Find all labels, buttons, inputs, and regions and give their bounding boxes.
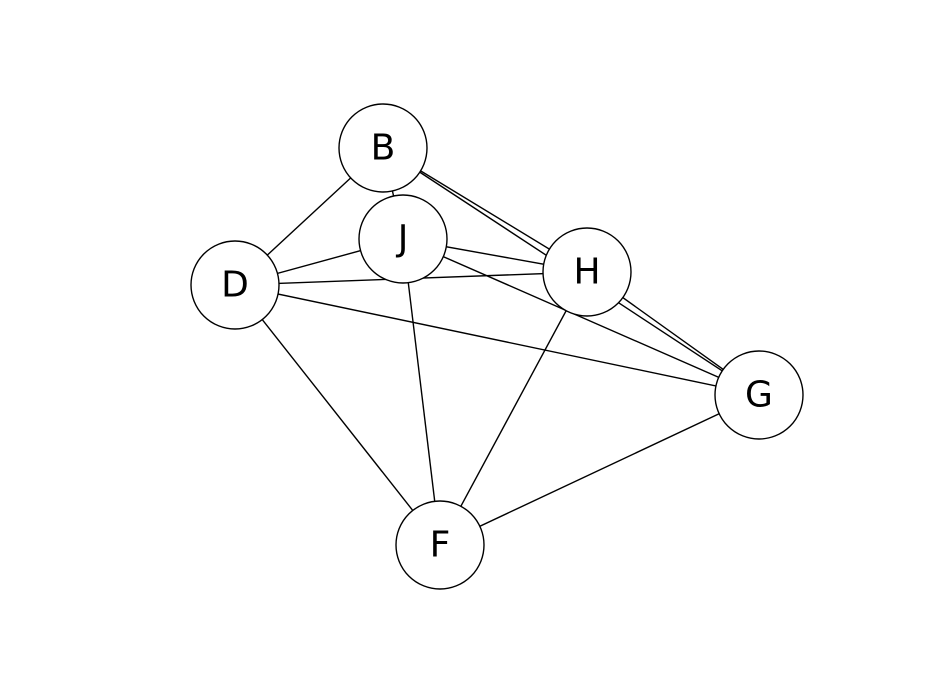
node-circle bbox=[542, 227, 632, 317]
node-label: B bbox=[371, 128, 396, 169]
node-circle bbox=[358, 194, 448, 284]
node-label: F bbox=[430, 525, 451, 566]
edge-g-f bbox=[439, 394, 760, 546]
edge-d-g bbox=[234, 284, 760, 396]
edge-j-g bbox=[402, 238, 760, 396]
node-circle bbox=[338, 103, 428, 193]
edge-j-f bbox=[402, 238, 441, 546]
node-d: D bbox=[190, 240, 280, 330]
node-f: F bbox=[395, 500, 485, 590]
node-label: D bbox=[221, 265, 249, 306]
edge-h-f bbox=[439, 271, 588, 546]
edges-layer bbox=[234, 147, 760, 546]
edge-d-f bbox=[234, 284, 441, 546]
nodes-layer: B J D H G F bbox=[190, 103, 804, 590]
node-label: G bbox=[745, 375, 773, 416]
node-label: J bbox=[396, 219, 409, 260]
node-g: G bbox=[714, 350, 804, 440]
node-circle bbox=[190, 240, 280, 330]
node-h: H bbox=[542, 227, 632, 317]
node-b: B bbox=[338, 103, 428, 193]
node-j: J bbox=[358, 194, 448, 284]
node-circle bbox=[714, 350, 804, 440]
node-circle bbox=[395, 500, 485, 590]
node-label: H bbox=[573, 252, 600, 293]
